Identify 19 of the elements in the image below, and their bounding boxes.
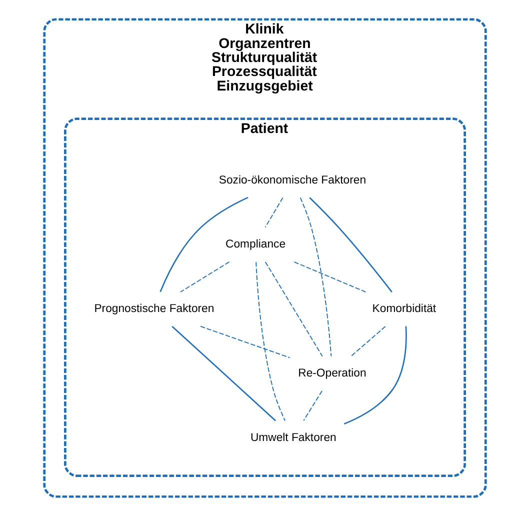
connector xyxy=(350,326,386,357)
connector xyxy=(264,262,322,357)
node-text: Umwelt Faktoren xyxy=(250,432,336,444)
connector xyxy=(159,196,248,292)
node-text: Re-Operation xyxy=(298,367,366,380)
node-text: Komorbidität xyxy=(372,303,436,316)
connector xyxy=(299,197,332,357)
connector xyxy=(308,197,392,292)
connector xyxy=(255,262,286,422)
node-text: Compliance xyxy=(225,238,286,251)
node-text: Sozio-ökonomische Faktoren xyxy=(218,174,366,186)
connector xyxy=(293,261,366,292)
connector xyxy=(343,326,406,424)
connector xyxy=(302,390,322,421)
connector xyxy=(200,326,290,358)
node-text: Prognostische Faktoren xyxy=(94,303,214,316)
connector xyxy=(264,197,283,228)
connector xyxy=(171,326,276,422)
connector xyxy=(179,261,230,292)
